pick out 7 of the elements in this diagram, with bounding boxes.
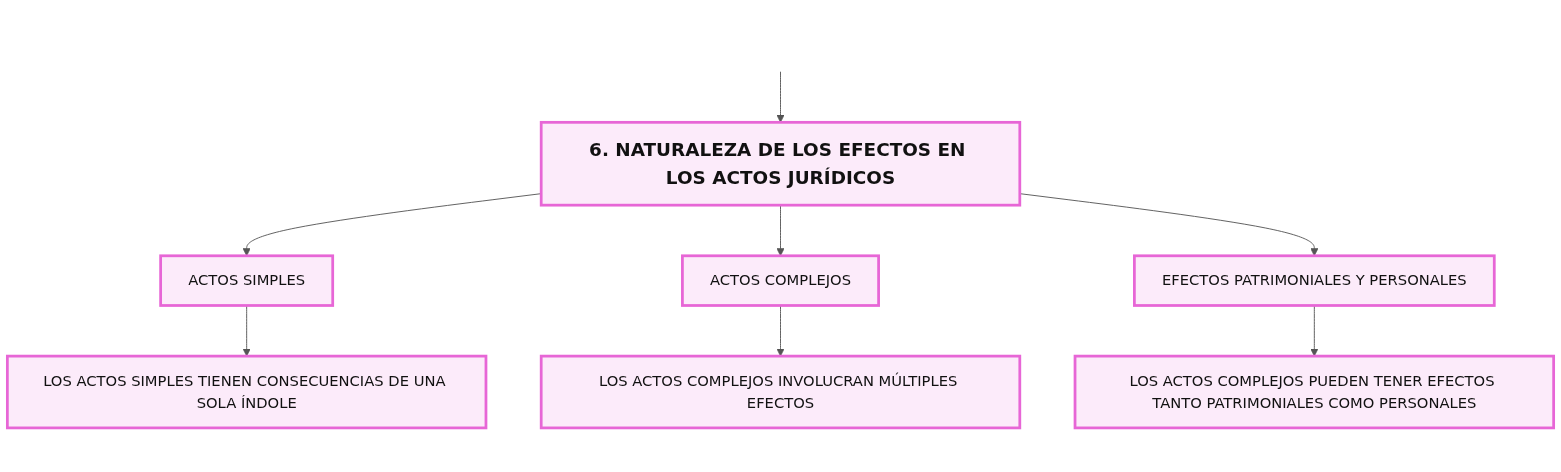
node-box: LOS ACTOS COMPLEJOS INVOLUCRAN MÚLTIPLES EFECTOS [539, 354, 1022, 430]
node-box: ACTOS SIMPLES [159, 254, 335, 307]
node-box: LOS ACTOS SIMPLES TIENEN CONSECUENCIAS DE UNA SOLA ÍNDOLE [6, 354, 488, 430]
node-box: ACTOS COMPLEJOS [681, 254, 880, 307]
node-box: 6. NATURALEZA DE LOS EFECTOS EN LOS ACTOS JURÍDICOS [539, 120, 1022, 207]
node-box: EFECTOS PATRIMONIALES Y PERSONALES [1133, 254, 1496, 307]
node-box: LOS ACTOS COMPLEJOS PUEDEN TENER EFECTOS TANTO PATRIMONIALES COMO PERSONALES [1073, 354, 1556, 430]
